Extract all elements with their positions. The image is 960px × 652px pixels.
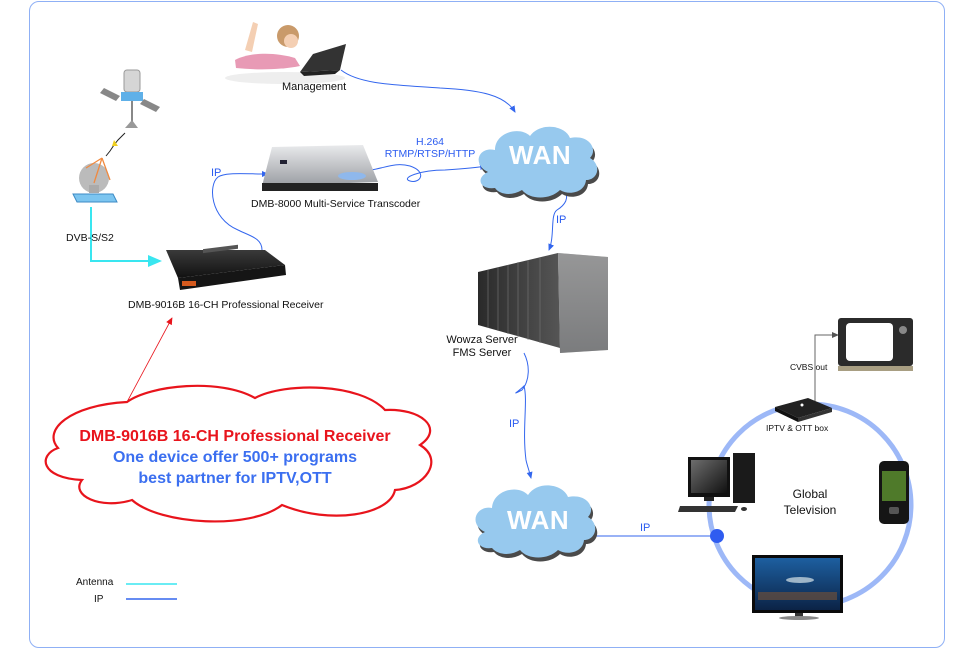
callout-text: DMB-9016B 16-CH Professional Receiver On… [60,426,410,489]
smartphone-icon [879,461,909,524]
codec-label: H.264 [415,136,445,148]
edge-receiver-transcoder-label: IP [211,167,222,179]
protocol-label: RTMP/RTSP/HTTP [384,148,476,160]
satellite-dish-icon [72,157,118,203]
rack-receiver-icon [166,244,286,290]
server-racks-icon [478,253,608,353]
edge-transcoder-wan [370,164,487,182]
settop-box-icon [775,398,832,422]
callout-line-2: One device offer 500+ programs [112,449,358,466]
rack-server-icon [262,145,378,191]
ring-label: Global Television [765,486,855,518]
desktop-pc-icon [678,453,755,512]
edge-wan-servers-label: IP [556,214,567,226]
fms-server-label: FMS Server [452,347,512,359]
global-label: Global [792,487,828,501]
callout-title: DMB-9016B 16-CH Professional Receiver [79,428,391,445]
diagram-frame [29,1,945,648]
receiver-label: DMB-9016B 16-CH Professional Receiver [128,299,324,311]
edge-management-wan [340,69,516,113]
dvb-label: DVB-S/S2 [66,232,114,244]
legend-ip-label: IP [94,594,104,605]
wan-cloud-top [478,126,600,202]
television-label: Television [783,503,837,517]
edge-transcoder-wan-label: H.264 RTMP/RTSP/HTTP [375,136,485,160]
edge-wan-ring-label: IP [640,522,651,534]
ring-junction-dot [710,529,724,543]
legend-antenna-label: Antenna [76,577,114,588]
flat-tv-icon [752,555,843,620]
transcoder-label: DMB-8000 Multi-Service Transcoder [251,198,421,210]
edge-receiver-transcoder [212,170,269,251]
edge-box-tv [814,332,839,410]
edge-callout-receiver [126,317,173,403]
cvbs-out-label: CVBS out [790,362,828,372]
satellite-icon [100,69,160,157]
edge-wan-servers [548,188,568,251]
edge-servers-wan-label: IP [509,418,520,430]
girl-laptop-icon [225,22,346,84]
wowza-server-label: Wowza Server [446,334,518,346]
wan-cloud-bottom [475,485,598,562]
edge-dish-receiver [90,207,162,267]
wan-top-label: WAN [509,140,572,170]
servers-label: Wowza Server FMS Server [432,334,532,360]
crt-tv-icon [838,318,913,371]
edge-servers-wan [515,352,533,479]
callout-line-3: best partner for IPTV,OTT [138,470,332,487]
settop-box-label: IPTV & OTT box [766,423,829,433]
wan-bottom-label: WAN [507,505,570,535]
management-label: Management [282,81,347,93]
callout-cloud-shape [44,384,433,523]
